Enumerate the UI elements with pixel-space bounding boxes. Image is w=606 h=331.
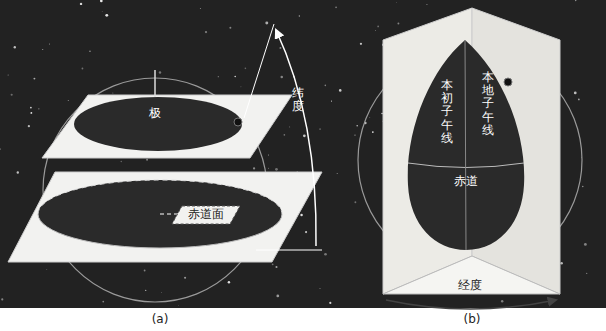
star xyxy=(1,298,3,300)
star xyxy=(299,15,300,16)
star xyxy=(161,292,163,294)
star xyxy=(46,269,48,271)
star xyxy=(369,117,371,119)
star xyxy=(426,4,427,5)
star xyxy=(101,10,103,12)
star xyxy=(578,99,580,101)
star xyxy=(560,262,562,264)
equator-plane-label: 赤道面 xyxy=(188,208,224,221)
star xyxy=(354,201,356,203)
star xyxy=(331,101,332,102)
star xyxy=(582,186,584,188)
pole-label: 极 xyxy=(149,107,161,120)
star xyxy=(268,154,270,156)
star xyxy=(105,14,108,17)
star xyxy=(68,100,69,101)
star xyxy=(100,0,103,2)
star xyxy=(335,7,337,9)
star xyxy=(145,290,146,291)
star xyxy=(205,31,207,33)
caption-b: (b) xyxy=(464,313,481,326)
star xyxy=(280,76,283,79)
star xyxy=(574,92,577,95)
star xyxy=(80,3,82,5)
star xyxy=(14,46,16,48)
star xyxy=(8,75,9,76)
star xyxy=(372,131,374,133)
star xyxy=(268,167,270,169)
star xyxy=(146,159,148,161)
star xyxy=(240,86,242,88)
star xyxy=(218,76,219,77)
star xyxy=(360,43,362,45)
star xyxy=(377,26,379,28)
latitude-figure xyxy=(8,24,322,302)
star xyxy=(121,161,122,162)
star xyxy=(320,128,321,129)
star xyxy=(33,78,35,80)
star xyxy=(354,134,356,136)
star xyxy=(234,76,235,77)
star xyxy=(229,27,231,29)
star xyxy=(279,47,281,49)
star xyxy=(325,85,327,87)
star xyxy=(159,71,161,73)
star xyxy=(586,273,587,274)
star xyxy=(300,214,303,217)
longitude-label: 经度 xyxy=(458,279,482,292)
star xyxy=(396,1,398,3)
star xyxy=(329,302,331,304)
star xyxy=(102,301,104,303)
star xyxy=(178,305,180,307)
star xyxy=(575,0,576,1)
caption-a: (a) xyxy=(152,313,169,326)
star xyxy=(199,7,201,9)
night-sky xyxy=(0,0,606,308)
star xyxy=(501,300,503,302)
star xyxy=(0,148,1,150)
star xyxy=(30,107,32,109)
prime-meridian-label: 本初子午线 xyxy=(441,79,453,145)
star xyxy=(275,266,277,268)
star xyxy=(228,281,230,283)
star xyxy=(245,67,247,69)
longitude-figure xyxy=(358,8,582,309)
star xyxy=(11,94,13,96)
star xyxy=(89,51,90,52)
star xyxy=(275,168,278,171)
stars xyxy=(0,0,587,306)
latitude-label: 纬度 xyxy=(292,87,304,113)
star xyxy=(305,231,307,233)
star xyxy=(17,171,19,173)
star xyxy=(289,126,291,128)
star xyxy=(303,134,306,137)
star xyxy=(30,112,32,114)
star xyxy=(284,134,286,136)
star xyxy=(42,49,43,50)
star xyxy=(324,253,327,256)
star xyxy=(38,108,39,109)
star xyxy=(356,125,357,126)
equator-label: 赤道 xyxy=(454,175,478,188)
star xyxy=(49,43,50,44)
star xyxy=(265,22,268,25)
star xyxy=(272,263,274,265)
star xyxy=(584,243,587,246)
star xyxy=(339,89,342,92)
star xyxy=(374,29,376,31)
star xyxy=(319,288,321,290)
star xyxy=(144,270,146,272)
star xyxy=(397,22,399,24)
star xyxy=(337,173,338,174)
star xyxy=(28,125,30,127)
star xyxy=(184,277,186,279)
star xyxy=(82,68,84,70)
local-meridian-label: 本地子午线 xyxy=(482,71,494,137)
star xyxy=(253,167,255,169)
star xyxy=(112,92,114,94)
star xyxy=(276,295,279,298)
